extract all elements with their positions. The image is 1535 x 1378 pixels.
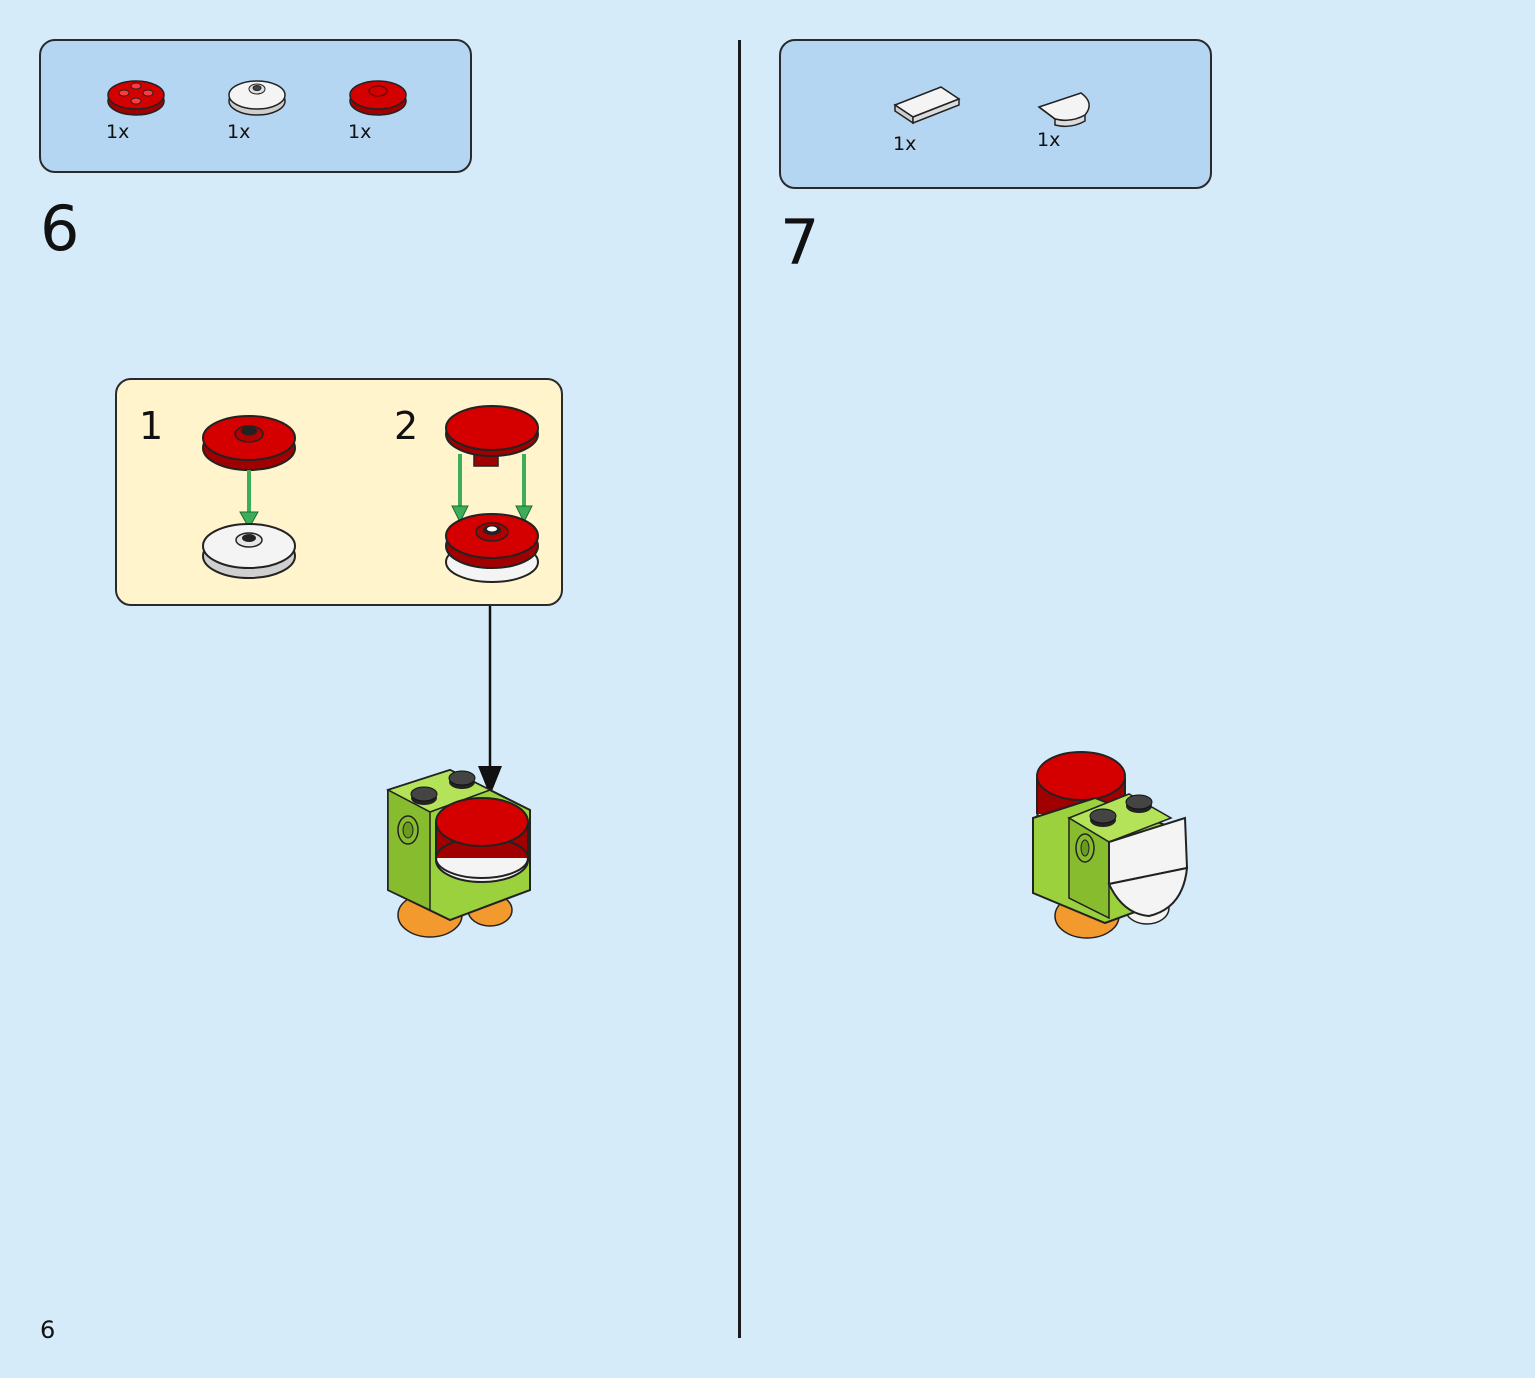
step7-number: 7 (780, 206, 820, 279)
substep-connector-arrow (478, 606, 502, 796)
white-tile-1x2-icon (893, 86, 961, 125)
step6-substep-box: 1 2 (115, 378, 563, 606)
step7-model-illustration (1032, 751, 1189, 939)
white-round-plate-icon (228, 80, 286, 116)
substep1-illustration (202, 415, 296, 579)
step6-part3-qty: 1x (348, 121, 372, 143)
red-round-plate-icon (107, 80, 165, 116)
step6-model-illustration (386, 768, 531, 938)
red-round-tile-icon (349, 80, 407, 116)
step6-number: 6 (40, 192, 80, 265)
step6-part1-qty: 1x (106, 121, 130, 143)
page-divider (738, 40, 741, 1338)
substep2-number: 2 (394, 404, 419, 448)
step7-part2-qty: 1x (1037, 129, 1061, 151)
step7-parts-box: 1x 1x (779, 39, 1212, 189)
white-half-round-tile-icon (1037, 92, 1090, 128)
step6-part2-qty: 1x (227, 121, 251, 143)
page-number: 6 (40, 1316, 56, 1344)
step7-part1-qty: 1x (893, 133, 917, 155)
step6-parts-box: 1x 1x 1x (39, 39, 472, 173)
substep1-number: 1 (139, 404, 164, 448)
substep2-illustration (445, 405, 539, 583)
